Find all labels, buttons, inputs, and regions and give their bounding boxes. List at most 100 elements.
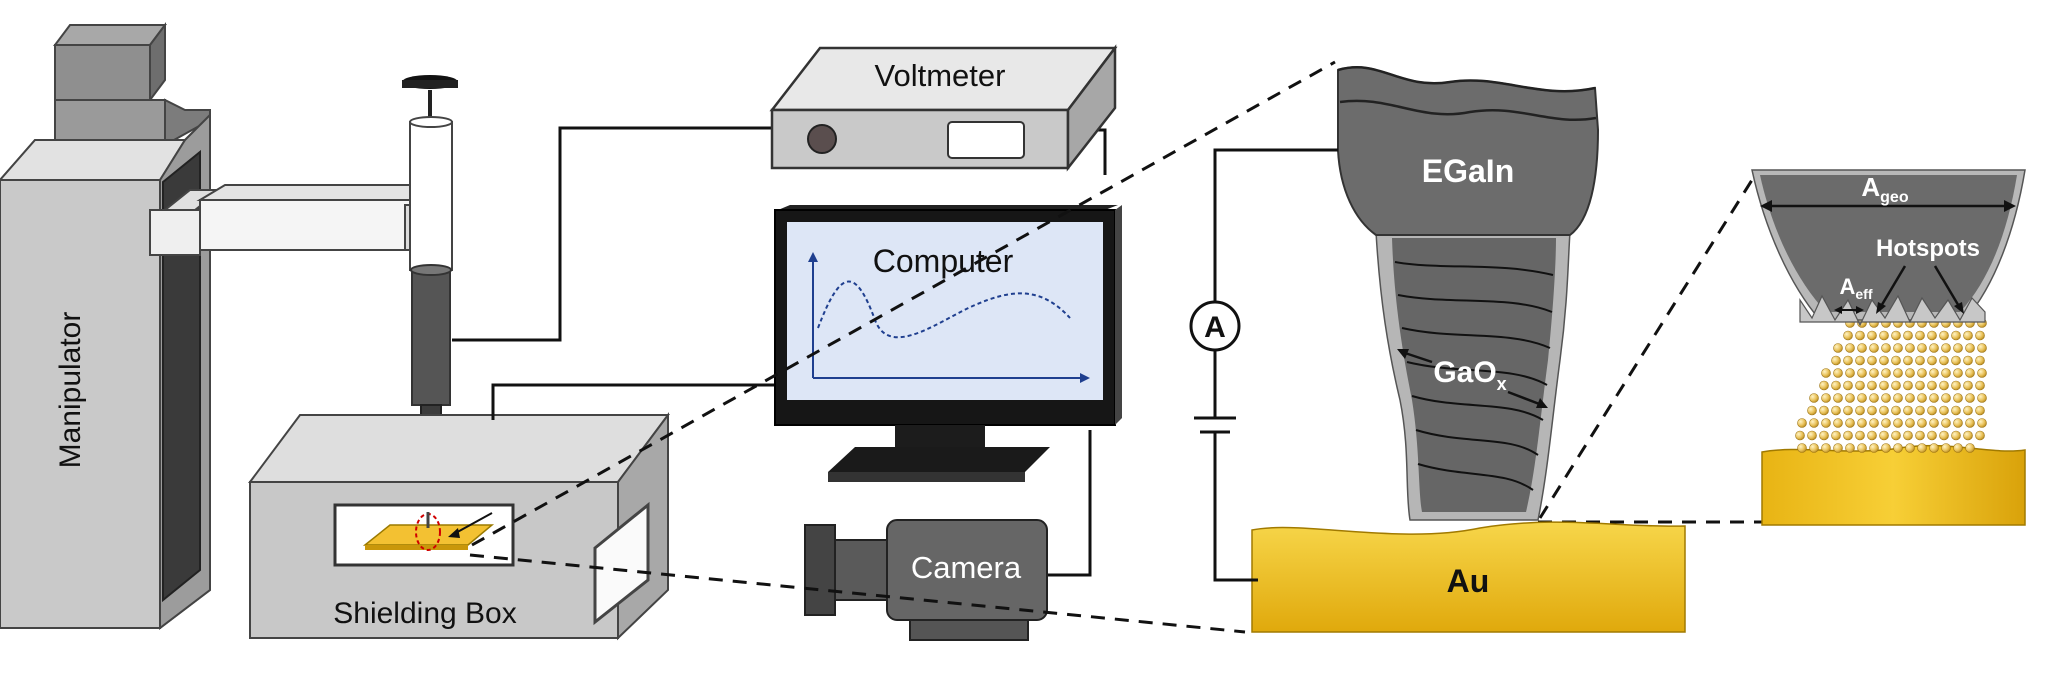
- sam-atom: [1831, 355, 1841, 366]
- sam-atom: [1807, 405, 1817, 416]
- sam-atom: [1929, 418, 1939, 428]
- sam-molecules: [1795, 318, 1987, 453]
- sam-atom: [1953, 368, 1963, 378]
- computer-label: Computer: [873, 243, 1014, 279]
- sam-atom: [1965, 418, 1975, 428]
- sam-atom: [1831, 430, 1841, 441]
- sam-atom: [1869, 418, 1879, 428]
- sam-atom: [1929, 368, 1939, 378]
- sam-atom: [1893, 368, 1903, 378]
- sam-atom: [1905, 443, 1915, 453]
- sam-atom: [1939, 405, 1949, 416]
- camera: Camera: [804, 519, 1048, 641]
- sam-atom: [1833, 368, 1843, 378]
- sam-atom: [1807, 430, 1817, 441]
- sam-atom: [1821, 368, 1831, 378]
- sam-atom: [1819, 405, 1829, 416]
- sam-atom: [1833, 418, 1843, 428]
- sam-atom: [1951, 430, 1961, 441]
- sam-atom: [1929, 443, 1939, 453]
- sam-atom: [1881, 393, 1891, 403]
- sam-atom: [1879, 405, 1889, 416]
- sam-atom: [1965, 443, 1975, 453]
- sam-atom: [1915, 355, 1925, 366]
- sam-atom: [1927, 430, 1937, 441]
- sam-atom: [1905, 343, 1915, 353]
- sam-atom: [1941, 418, 1951, 428]
- sam-atom: [1867, 405, 1877, 416]
- sam-atom: [1903, 380, 1913, 391]
- sam-atom: [1857, 343, 1867, 353]
- sam-atom: [1821, 443, 1831, 453]
- a-geo-label: Ageo: [1861, 172, 1908, 206]
- manipulator: Manipulator: [0, 22, 424, 631]
- sam-atom: [1917, 343, 1927, 353]
- sam-atom: [1905, 393, 1915, 403]
- shielding-box: Shielding Box: [248, 411, 670, 641]
- sam-atom: [1797, 443, 1807, 453]
- sam-atom: [1939, 330, 1949, 341]
- sam-atom: [1917, 443, 1927, 453]
- sam-atom: [1963, 430, 1973, 441]
- sam-atom: [1879, 330, 1889, 341]
- sam-atom: [1881, 368, 1891, 378]
- sam-atom: [1855, 430, 1865, 441]
- sam-atom: [1855, 405, 1865, 416]
- sam-atom: [1975, 355, 1985, 366]
- sam-atom: [1869, 368, 1879, 378]
- sam-atom: [1953, 418, 1963, 428]
- sam-atom: [1821, 418, 1831, 428]
- sam-atom: [1905, 368, 1915, 378]
- shielding-box-label: Shielding Box: [333, 597, 516, 630]
- sam-atom: [1941, 368, 1951, 378]
- sam-atom: [1965, 368, 1975, 378]
- sam-atom: [1941, 443, 1951, 453]
- sam-atom: [1867, 380, 1877, 391]
- voltmeter-label: Voltmeter: [875, 58, 1006, 93]
- sam-atom: [1831, 405, 1841, 416]
- sam-atom: [1833, 343, 1843, 353]
- sam-atom: [1951, 405, 1961, 416]
- wires: [452, 126, 1107, 577]
- sam-atom: [1975, 430, 1985, 441]
- egain-label: EGaIn: [1422, 153, 1514, 189]
- sam-atom: [1891, 380, 1901, 391]
- sam-atom: [1915, 380, 1925, 391]
- sam-atom: [1843, 355, 1853, 366]
- sam-atom: [1927, 380, 1937, 391]
- sam-atom: [1857, 443, 1867, 453]
- sam-atom: [1915, 330, 1925, 341]
- sam-atom: [1975, 405, 1985, 416]
- sam-atom: [1963, 405, 1973, 416]
- camera-label: Camera: [911, 550, 1022, 585]
- sam-atom: [1881, 343, 1891, 353]
- sam-atom: [1903, 405, 1913, 416]
- sam-atom: [1975, 380, 1985, 391]
- sam-atom: [1845, 443, 1855, 453]
- sam-atom: [1965, 393, 1975, 403]
- sam-atom: [1867, 355, 1877, 366]
- sam-atom: [1977, 343, 1987, 353]
- sam-atom: [1795, 430, 1805, 441]
- a-eff-label: Aeff: [1839, 274, 1872, 302]
- sam-atom: [1915, 405, 1925, 416]
- sam-atom: [1941, 393, 1951, 403]
- sam-atom: [1953, 343, 1963, 353]
- sam-atom: [1809, 418, 1819, 428]
- au-label: Au: [1447, 563, 1490, 599]
- voltmeter: Voltmeter: [769, 44, 1118, 172]
- sam-atom: [1891, 330, 1901, 341]
- sam-atom: [1855, 355, 1865, 366]
- sam-atom: [1809, 393, 1819, 403]
- sam-atom: [1939, 430, 1949, 441]
- sam-atom: [1953, 443, 1963, 453]
- sam-atom: [1965, 343, 1975, 353]
- sam-atom: [1903, 355, 1913, 366]
- sam-atom: [1893, 393, 1903, 403]
- sam-atom: [1963, 380, 1973, 391]
- sam-atom: [1917, 368, 1927, 378]
- sam-atom: [1927, 330, 1937, 341]
- sam-atom: [1833, 443, 1843, 453]
- sam-atom: [1917, 418, 1927, 428]
